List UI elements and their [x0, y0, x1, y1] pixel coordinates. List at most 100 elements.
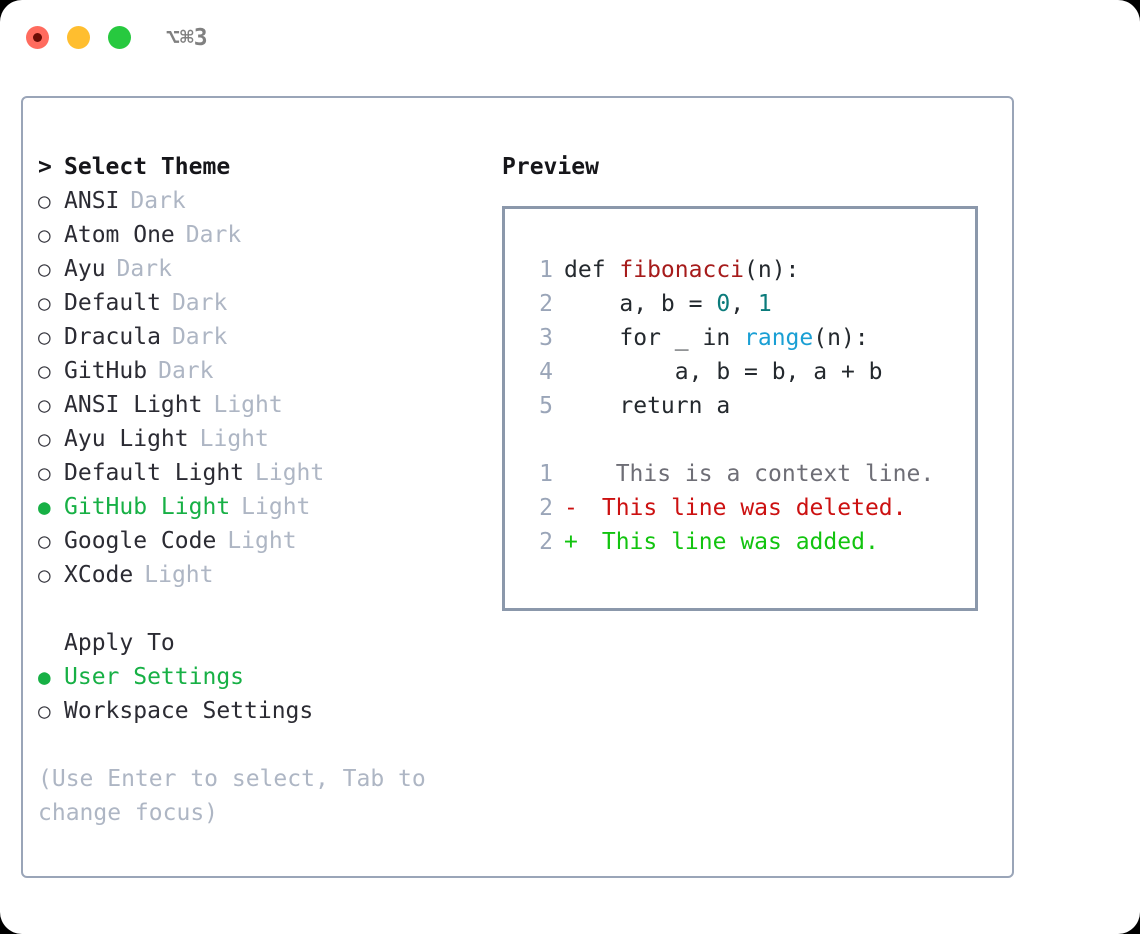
radio-unselected-icon: ○	[38, 189, 51, 213]
code-token-plain: return a	[564, 393, 731, 419]
title-bar: ⌥⌘3	[0, 0, 1140, 78]
theme-option-label: Atom One	[64, 222, 175, 248]
theme-variant-badge: Light	[241, 494, 311, 520]
code-line: 4 a, b = b, a + b	[523, 355, 975, 389]
code-token-plain: a, b = b, a + b	[564, 359, 883, 385]
theme-option-atom-one[interactable]: ○ Atom One Dark	[38, 218, 478, 252]
diff-line-text: This line was deleted.	[588, 495, 907, 521]
theme-variant-badge: Dark	[116, 256, 172, 282]
theme-option-label: GitHub Light	[64, 494, 231, 520]
minimize-button[interactable]	[67, 26, 90, 49]
theme-option-label: ANSI	[64, 188, 120, 214]
theme-variant-badge: Dark	[158, 358, 214, 384]
code-token-plain: for _ in	[564, 325, 745, 351]
theme-variant-badge: Light	[199, 426, 269, 452]
code-line-source: return a	[564, 389, 730, 423]
diff-line-add: 2 + This line was added.	[523, 525, 975, 559]
apply-to-header-label: Apply To	[64, 630, 175, 656]
diff-line-del: 2- This line was deleted.	[523, 491, 975, 525]
code-token-fn: fibonacci	[619, 257, 745, 283]
theme-variant-badge: Light	[144, 562, 214, 588]
radio-unselected-icon: ○	[38, 563, 51, 587]
theme-option-xcode[interactable]: ○ XCode Light	[38, 558, 478, 592]
maximize-button[interactable]	[108, 26, 131, 49]
keyboard-hint: (Use Enter to select, Tab to change focu…	[38, 766, 426, 826]
code-token-plain: a, b =	[564, 291, 717, 317]
theme-option-label: Default	[64, 290, 161, 316]
diff-line-text: This line was added.	[588, 529, 879, 555]
theme-option-label: Google Code	[64, 528, 217, 554]
diff-line-number: 2	[539, 495, 553, 521]
theme-variant-badge: Dark	[130, 188, 186, 214]
theme-option-default[interactable]: ○ Default Dark	[38, 286, 478, 320]
traffic-lights	[26, 26, 131, 49]
code-line-number: 1	[539, 257, 553, 283]
apply-to-option-label: User Settings	[64, 664, 245, 690]
theme-option-label: GitHub	[64, 358, 148, 384]
theme-option-ayu[interactable]: ○ Ayu Dark	[38, 252, 478, 286]
window-shortcut-label: ⌥⌘3	[166, 25, 208, 51]
code-line-source: for _ in range(n):	[564, 321, 869, 355]
code-line-number: 4	[539, 359, 553, 385]
select-theme-header-label: Select Theme	[64, 154, 231, 180]
radio-unselected-icon: ○	[38, 461, 51, 485]
preview-title: Preview	[502, 154, 599, 180]
code-line: 3 for _ in range(n):	[523, 321, 975, 355]
theme-variant-badge: Dark	[171, 324, 228, 350]
theme-option-github-light[interactable]: ● GitHub Light Light	[38, 490, 478, 524]
radio-unselected-icon: ○	[38, 359, 51, 383]
theme-option-github[interactable]: ○ GitHub Dark	[38, 354, 478, 388]
apply-to-marker	[38, 626, 64, 660]
radio-unselected-icon: ○	[38, 223, 51, 247]
theme-option-label: ANSI Light	[64, 392, 203, 418]
theme-option-label: Ayu Light	[64, 426, 189, 452]
code-line-source: a, b = 0, 1	[564, 287, 771, 321]
close-button[interactable]	[26, 26, 49, 49]
radio-unselected-icon: ○	[38, 325, 51, 349]
radio-unselected-icon: ○	[38, 291, 51, 315]
code-line: 5 return a	[523, 389, 975, 423]
theme-variant-badge: Dark	[171, 290, 228, 316]
radio-selected-icon: ●	[38, 665, 51, 689]
theme-option-ansi[interactable]: ○ ANSI Dark	[38, 184, 478, 218]
code-line-source: a, b = b, a + b	[564, 355, 883, 389]
radio-unselected-icon: ○	[38, 257, 51, 281]
diff-sign: +	[564, 529, 578, 555]
code-token-plain: ,	[730, 291, 758, 317]
diff-sign: -	[564, 495, 578, 521]
code-token-plain: (n):	[744, 257, 800, 283]
theme-option-label: Ayu	[64, 256, 106, 282]
code-token-plain: (n):	[813, 325, 869, 351]
select-theme-header: > Select Theme	[38, 150, 478, 184]
theme-variant-badge: Light	[213, 392, 283, 418]
preview-gap	[523, 423, 975, 457]
diff-sample: 1 This is a context line.2- This line wa…	[523, 457, 975, 559]
apply-to-option-label: Workspace Settings	[64, 698, 314, 724]
apply-to-option-user-settings[interactable]: ● User Settings	[38, 660, 478, 694]
theme-variant-badge: Dark	[185, 222, 242, 248]
theme-option-label: XCode	[64, 562, 134, 588]
theme-variant-badge: Light	[255, 460, 325, 486]
prompt-caret-icon: >	[38, 154, 52, 180]
list-spacer	[38, 592, 478, 626]
code-token-call: range	[744, 325, 814, 351]
apply-to-option-workspace-settings[interactable]: ○ Workspace Settings	[38, 694, 478, 728]
radio-selected-icon: ●	[38, 495, 51, 519]
diff-sign	[564, 457, 588, 491]
radio-unselected-icon: ○	[38, 699, 51, 723]
code-line-number: 2	[539, 291, 553, 317]
apply-to-list: ● User Settings ○ Workspace Settings	[38, 660, 478, 728]
diff-line-number: 2	[539, 529, 553, 555]
radio-unselected-icon: ○	[38, 529, 51, 553]
